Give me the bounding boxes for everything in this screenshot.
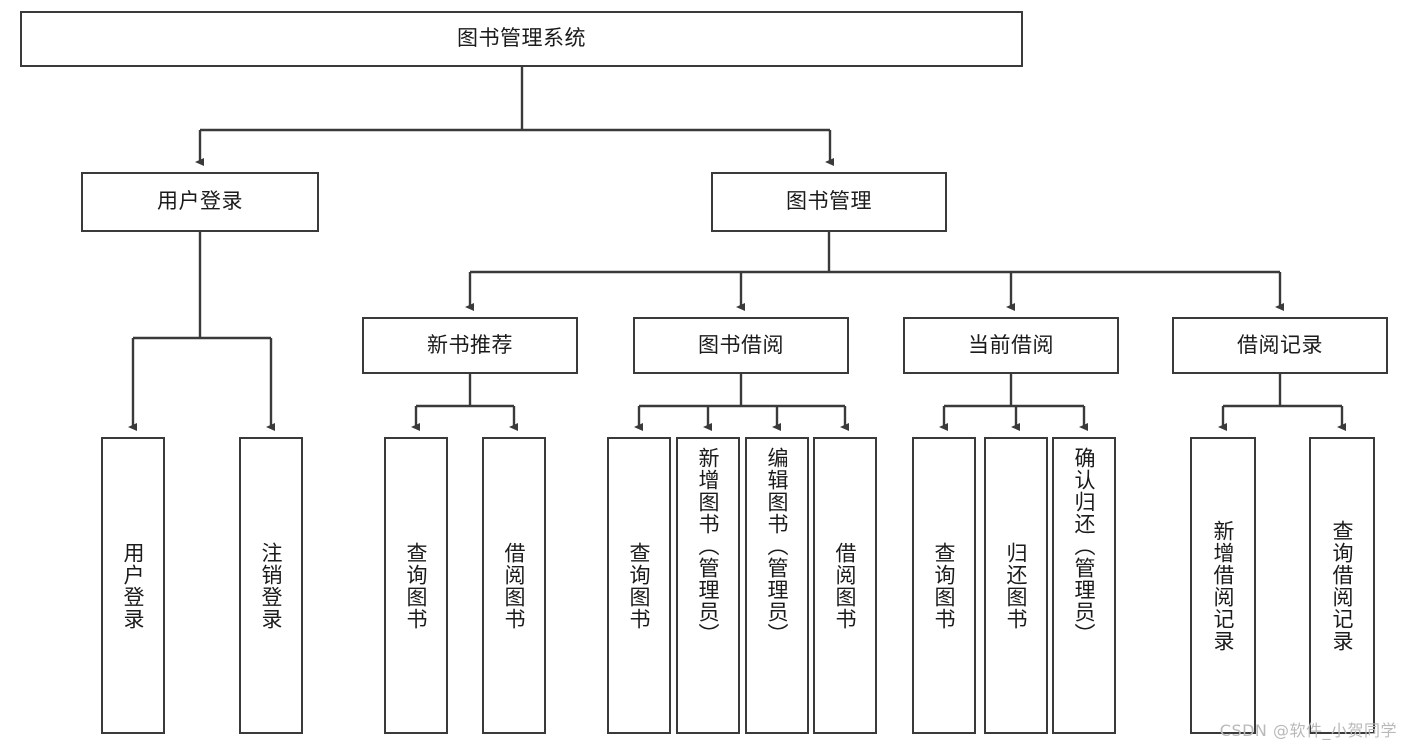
- leaf-user-login[interactable]: 用户登录: [101, 437, 165, 734]
- leaf-query-book-recommend-label: 查询图书: [404, 541, 429, 630]
- node-current-borrow-label: 当前借阅: [968, 332, 1054, 357]
- leaf-add-book-admin-label: 新增图书（管理员）: [696, 447, 721, 645]
- leaf-borrow-book-label: 借阅图书: [833, 541, 858, 630]
- leaf-query-book-current[interactable]: 查询图书: [912, 437, 976, 734]
- node-book-borrow[interactable]: 图书借阅: [633, 317, 849, 374]
- leaf-query-book-borrow[interactable]: 查询图书: [607, 437, 671, 734]
- node-root[interactable]: 图书管理系统: [20, 11, 1023, 67]
- leaf-query-book-recommend[interactable]: 查询图书: [384, 437, 448, 734]
- node-new-book-recommend[interactable]: 新书推荐: [362, 317, 578, 374]
- node-user-login[interactable]: 用户登录: [81, 172, 319, 232]
- leaf-borrow-book[interactable]: 借阅图书: [813, 437, 877, 734]
- node-user-login-label: 用户登录: [157, 189, 243, 214]
- leaf-add-borrow-record-label: 新增借阅记录: [1211, 519, 1236, 652]
- leaf-add-borrow-record[interactable]: 新增借阅记录: [1190, 437, 1256, 734]
- watermark: CSDN @软件_小贺同学: [1219, 721, 1397, 740]
- leaf-confirm-return-admin-label: 确认归还（管理员）: [1072, 447, 1097, 645]
- leaf-return-book-label: 归还图书: [1004, 541, 1029, 630]
- node-book-borrow-label: 图书借阅: [698, 332, 784, 357]
- leaf-edit-book-admin[interactable]: 编辑图书（管理员）: [745, 437, 809, 734]
- leaf-borrow-book-recommend[interactable]: 借阅图书: [482, 437, 546, 734]
- leaf-query-book-borrow-label: 查询图书: [627, 541, 652, 630]
- node-borrow-record[interactable]: 借阅记录: [1172, 317, 1388, 374]
- leaf-query-borrow-record[interactable]: 查询借阅记录: [1309, 437, 1375, 734]
- node-book-management[interactable]: 图书管理: [711, 172, 947, 232]
- leaf-user-login-label: 用户登录: [121, 541, 146, 630]
- node-new-book-recommend-label: 新书推荐: [427, 332, 513, 357]
- leaf-confirm-return-admin[interactable]: 确认归还（管理员）: [1052, 437, 1116, 734]
- leaf-query-borrow-record-label: 查询借阅记录: [1330, 519, 1355, 652]
- leaf-edit-book-admin-label: 编辑图书（管理员）: [765, 447, 790, 645]
- leaf-user-logout-label: 注销登录: [259, 541, 284, 630]
- node-borrow-record-label: 借阅记录: [1237, 332, 1323, 357]
- node-current-borrow[interactable]: 当前借阅: [903, 317, 1119, 374]
- node-book-management-label: 图书管理: [786, 189, 872, 214]
- leaf-user-logout[interactable]: 注销登录: [239, 437, 303, 734]
- leaf-query-book-current-label: 查询图书: [932, 541, 957, 630]
- node-root-label: 图书管理系统: [457, 26, 586, 51]
- leaf-return-book[interactable]: 归还图书: [984, 437, 1048, 734]
- leaf-add-book-admin[interactable]: 新增图书（管理员）: [676, 437, 740, 734]
- leaf-borrow-book-recommend-label: 借阅图书: [502, 541, 527, 630]
